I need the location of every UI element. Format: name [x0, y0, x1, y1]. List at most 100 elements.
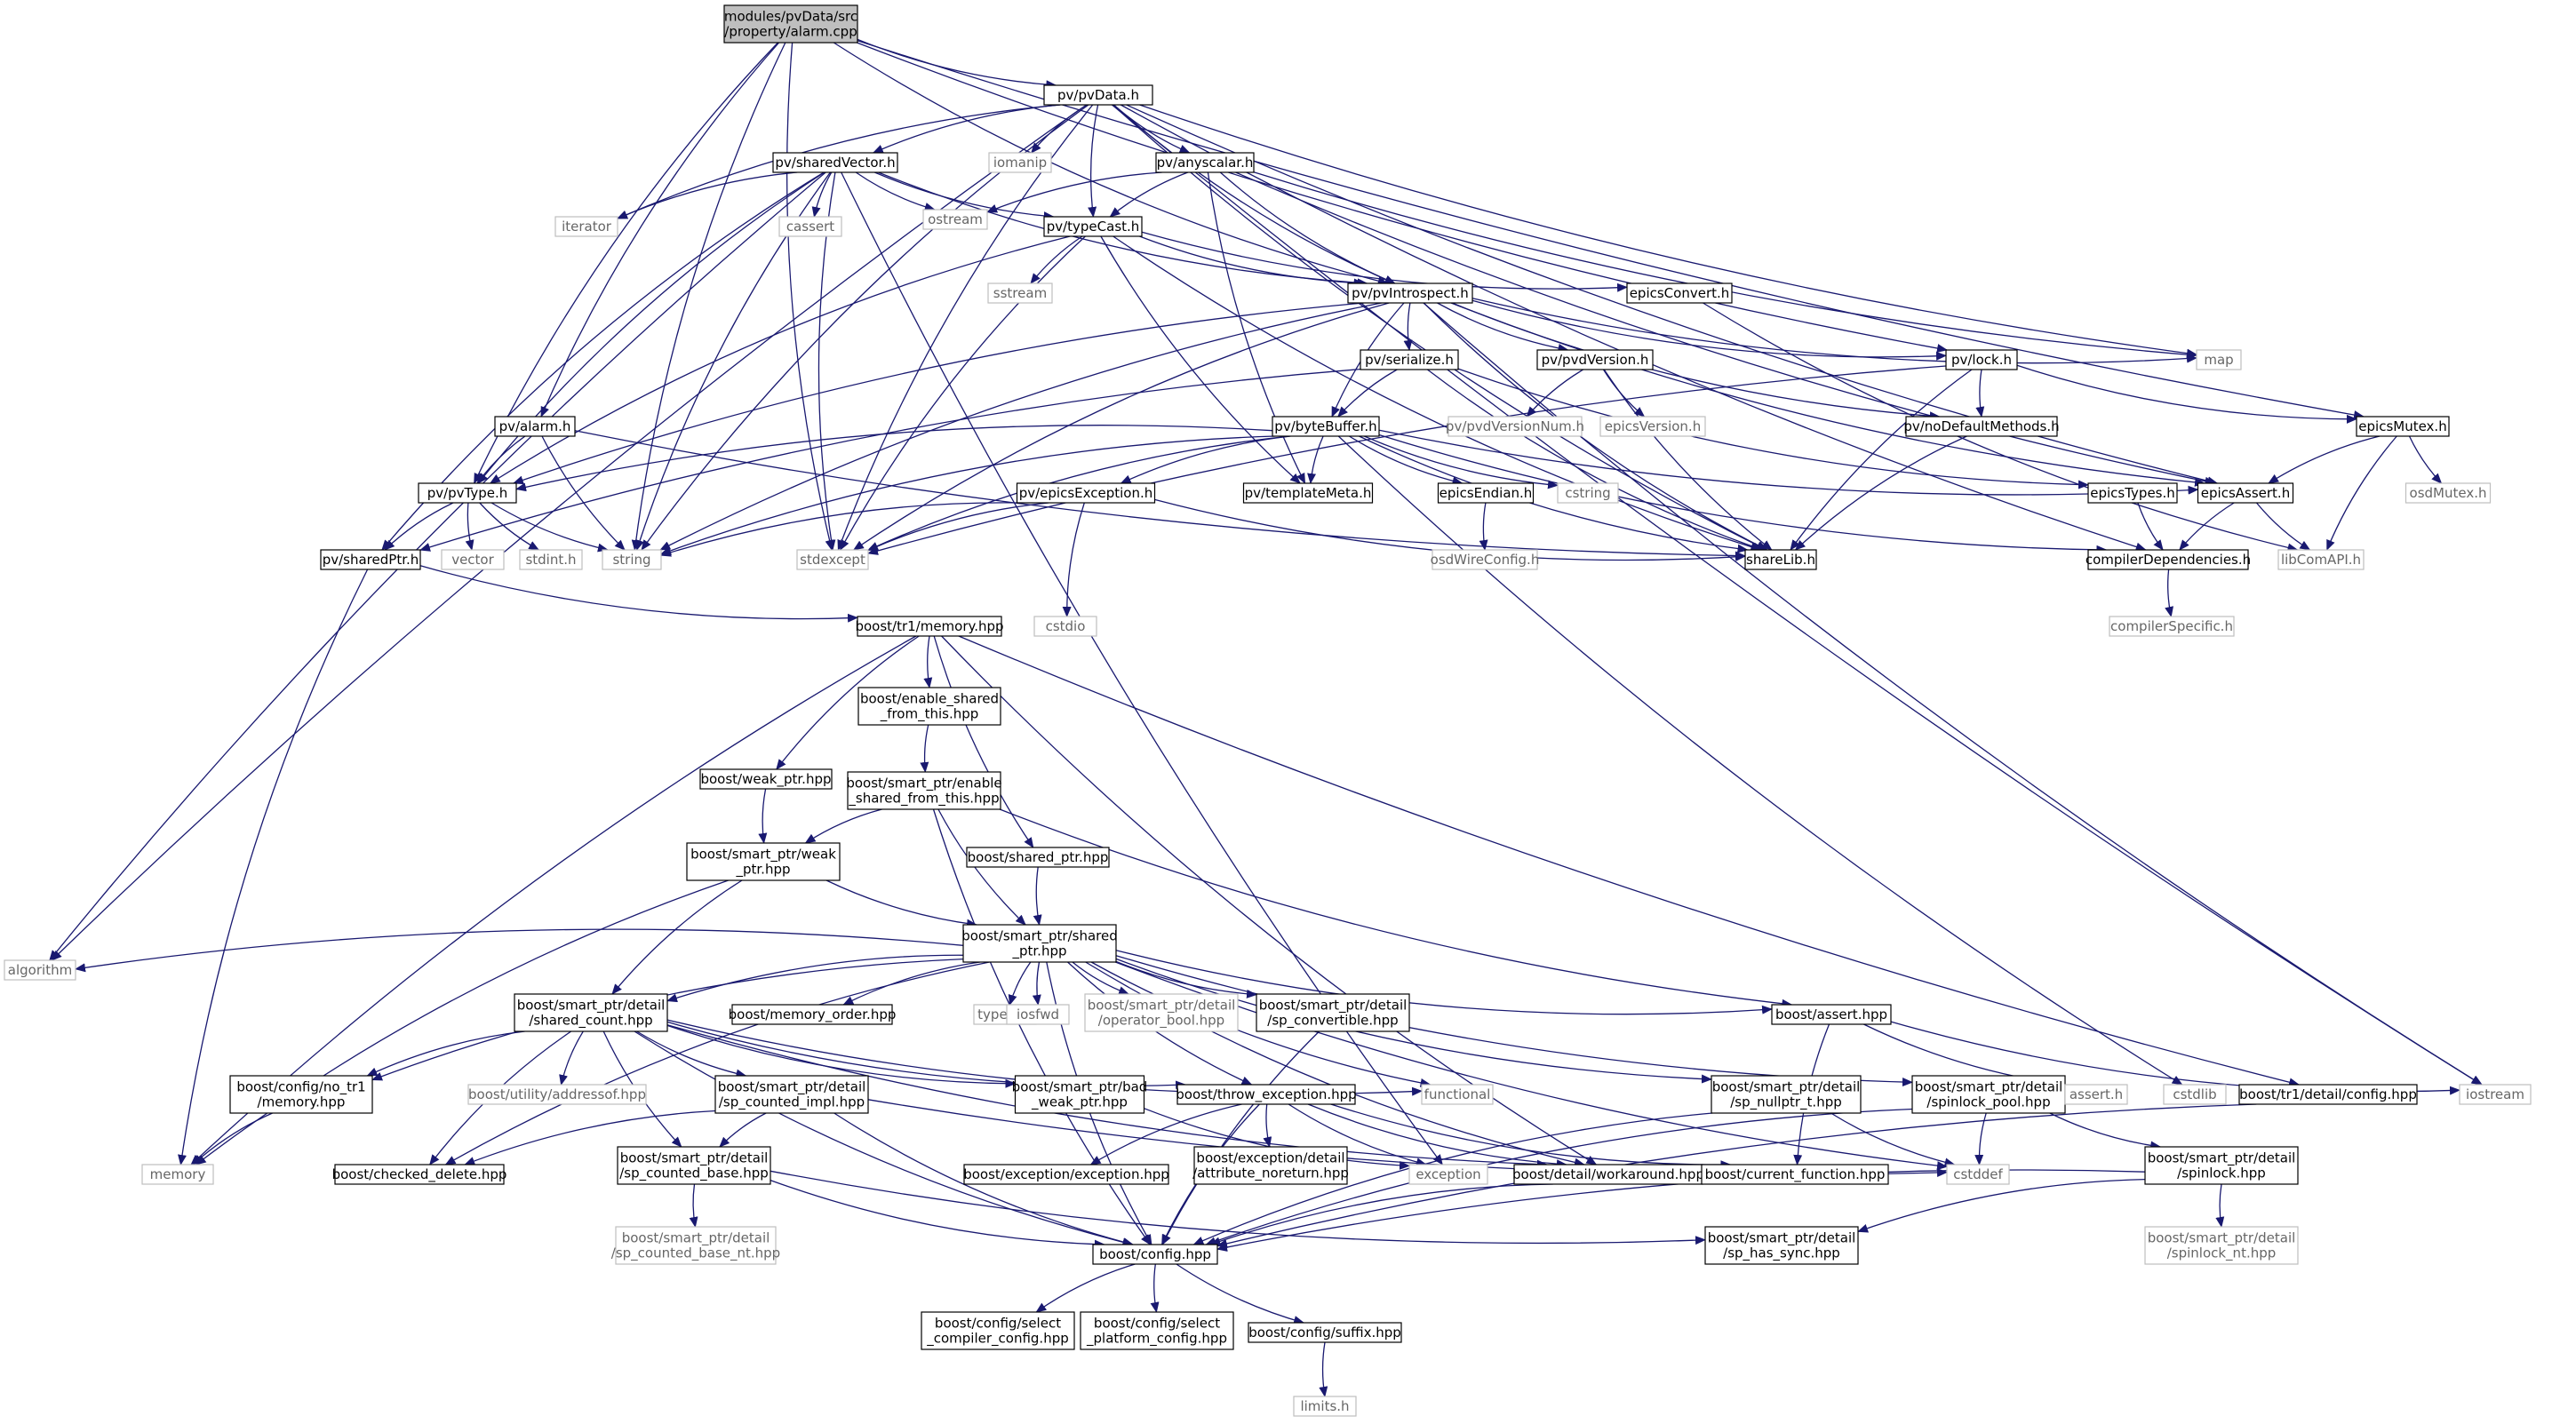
node-weakPtr[interactable]: boost/weak_ptr.hpp: [699, 768, 833, 790]
node-sharedPtrHpp[interactable]: boost/shared_ptr.hpp: [966, 847, 1110, 868]
node-label: boost/smart_ptr/detail: [622, 1230, 770, 1247]
node-selectCompiler[interactable]: boost/config/select_compiler_config.hpp: [921, 1311, 1075, 1350]
node-box: [229, 1075, 373, 1114]
node-tr1memory[interactable]: boost/tr1/memory.hpp: [855, 616, 1004, 637]
node-lock[interactable]: pv/lock.h: [1945, 349, 2018, 370]
node-epicsException[interactable]: pv/epicsException.h: [1016, 482, 1156, 504]
node-epicsTypes[interactable]: epicsTypes.h: [2087, 482, 2178, 504]
node-label: iterator: [562, 219, 612, 235]
include-edge-pvType-string: [490, 502, 609, 553]
include-edge-lock-shareLib: [1790, 369, 1973, 551]
include-edge-spSharedPtr-algorithm: [75, 928, 964, 973]
node-box: [1193, 1146, 1348, 1185]
include-edge-pvIntrospect-lock: [1471, 299, 1947, 361]
node-suffix[interactable]: boost/config/suffix.hpp: [1248, 1322, 1402, 1343]
node-spConvertible[interactable]: boost/smart_ptr/detail/sp_convertible.hp…: [1256, 993, 1410, 1032]
node-exceptionHpp[interactable]: boost/exception/exception.hpp: [963, 1164, 1169, 1185]
node-sharedPtr[interactable]: pv/sharedPtr.h: [320, 549, 421, 570]
include-edge-pvType-sharedPtr: [384, 502, 454, 551]
node-anyscalar[interactable]: pv/anyscalar.h: [1155, 152, 1255, 173]
include-edge-sharedVector-typeCast: [874, 171, 1055, 221]
node-algorithm: algorithm: [4, 959, 76, 981]
node-pvType[interactable]: pv/pvType.h: [418, 482, 517, 504]
node-memoryOrder[interactable]: boost/memory_order.hpp: [729, 1004, 897, 1025]
node-epicsEndian[interactable]: epicsEndian.h: [1437, 482, 1535, 504]
node-sharedVector[interactable]: pv/sharedVector.h: [772, 152, 898, 173]
node-epicsMutex[interactable]: epicsMutex.h: [2356, 416, 2450, 437]
node-tr1Config[interactable]: boost/tr1/detail/config.hpp: [2238, 1084, 2418, 1105]
node-box: [2277, 549, 2365, 570]
node-boostAssert[interactable]: boost/assert.hpp: [1771, 1004, 1892, 1025]
include-edge-spinlock-spHasSync: [1857, 1178, 2146, 1233]
node-box: [1536, 349, 1654, 370]
node-spinlockNt: boost/smart_ptr/detail/spinlock_nt.hpp: [2144, 1226, 2299, 1265]
node-shareLib[interactable]: shareLib.h: [1744, 549, 1817, 570]
node-spEnableShared[interactable]: boost/smart_ptr/enable_shared_from_this.…: [846, 771, 1002, 810]
node-label: boost/smart_ptr/enable: [846, 776, 1001, 792]
node-spinlock[interactable]: boost/smart_ptr/detail/spinlock.hpp: [2144, 1146, 2299, 1185]
node-pvData[interactable]: pv/pvData.h: [1043, 84, 1153, 106]
include-edge-epicsException-string: [660, 502, 1020, 557]
node-box: [1408, 1164, 1488, 1185]
include-edge-typeCast-pvType: [489, 235, 1071, 484]
include-edge-spEnableShared-spWeakPtr: [804, 808, 882, 844]
node-spCountedBase[interactable]: boost/smart_ptr/detail/sp_counted_base.h…: [617, 1146, 771, 1185]
node-spNullptr[interactable]: boost/smart_ptr/detail/sp_nullptr_t.hpp: [1711, 1075, 1862, 1114]
node-label: pv/serialize.h: [1365, 352, 1454, 368]
node-spCountedImpl[interactable]: boost/smart_ptr/detail/sp_counted_impl.h…: [714, 1075, 869, 1114]
node-throwException[interactable]: boost/throw_exception.hpp: [1176, 1084, 1357, 1105]
node-spinlockPool[interactable]: boost/smart_ptr/detail/spinlock_pool.hpp: [1911, 1075, 2066, 1114]
include-edge-epicsMutex-epicsAssert: [2268, 435, 2381, 484]
node-checkedDelete[interactable]: boost/checked_delete.hpp: [332, 1164, 507, 1185]
include-edge-lock-epicsMutex: [2016, 364, 2357, 424]
node-byteBuffer[interactable]: pv/byteBuffer.h: [1272, 416, 1380, 437]
node-pvIntrospect[interactable]: pv/pvIntrospect.h: [1347, 282, 1473, 304]
node-sstream: sstream: [987, 282, 1053, 304]
node-spWeakPtr[interactable]: boost/smart_ptr/weak_ptr.hpp: [686, 842, 841, 881]
node-label: pv/lock.h: [1951, 352, 2012, 368]
node-workaround[interactable]: boost/detail/workaround.hpp: [1512, 1164, 1704, 1185]
node-label: /sp_counted_base.hpp: [619, 1165, 769, 1182]
node-spSharedPtr[interactable]: boost/smart_ptr/shared_ptr.hpp: [961, 924, 1118, 963]
node-epicsConvert[interactable]: epicsConvert.h: [1626, 282, 1733, 304]
node-noTr1Memory[interactable]: boost/config/no_tr1/memory.hpp: [229, 1075, 373, 1114]
node-boostConfig[interactable]: boost/config.hpp: [1092, 1244, 1218, 1265]
node-alarmh[interactable]: pv/alarm.h: [494, 416, 576, 437]
node-box: [514, 993, 668, 1032]
node-typeCast[interactable]: pv/typeCast.h: [1043, 216, 1143, 237]
node-badWeakPtr[interactable]: boost/smart_ptr/bad_weak_ptr.hpp: [1012, 1075, 1148, 1114]
node-enableShared[interactable]: boost/enable_shared_from_this.hpp: [857, 687, 1001, 726]
include-edge-byteBuffer-shareLib: [1359, 435, 1749, 553]
node-label: boost/tr1/detail/config.hpp: [2239, 1086, 2417, 1102]
include-edge-root-stdexcept: [786, 42, 834, 551]
node-label: boost/throw_exception.hpp: [1176, 1086, 1356, 1103]
node-box: [1080, 1311, 1234, 1350]
node-noDefault[interactable]: pv/noDefaultMethods.h: [1903, 416, 2060, 437]
node-label: boost/smart_ptr/detail: [1712, 1079, 1861, 1096]
node-selectPlatform[interactable]: boost/config/select_platform_config.hpp: [1080, 1311, 1234, 1350]
include-edge-pvData-iterator: [617, 104, 1061, 219]
node-attrNoreturn[interactable]: boost/exception/detail/attribute_noretur…: [1192, 1146, 1349, 1185]
node-label: boost/config/select: [935, 1316, 1061, 1332]
node-currentFunction[interactable]: boost/current_function.hpp: [1701, 1164, 1889, 1185]
node-compilerDeps[interactable]: compilerDependencies.h: [2086, 549, 2251, 570]
include-edge-pvType-stdint: [479, 502, 540, 551]
include-edge-sharedVector-cassert: [811, 171, 833, 218]
node-epicsAssert[interactable]: epicsAssert.h: [2197, 482, 2294, 504]
include-edge-tr1memory-enableShared: [923, 635, 933, 688]
include-edge-boostConfig-selectCompiler: [1035, 1263, 1136, 1313]
node-label: /sp_has_sync.hpp: [1723, 1245, 1840, 1262]
node-serialize[interactable]: pv/serialize.h: [1360, 349, 1459, 370]
include-edge-spinlockPool-boostConfig: [1205, 1108, 1913, 1246]
include-edge-pvData-anyscalar: [1113, 104, 1191, 154]
include-edge-throwException-currentFunction: [1330, 1103, 1732, 1170]
node-label: _ptr.hpp: [1011, 943, 1066, 960]
include-edge-pvData-epicsAssert: [1126, 104, 2219, 486]
node-label: _from_this.hpp: [880, 706, 979, 723]
node-box: [1006, 1004, 1070, 1025]
node-spHasSync[interactable]: boost/smart_ptr/detail/sp_has_sync.hpp: [1704, 1226, 1859, 1265]
include-edge-enableShared-spEnableShared: [920, 724, 929, 773]
node-templateMeta[interactable]: pv/templateMeta.h: [1242, 482, 1374, 504]
node-pvdVersion[interactable]: pv/pvdVersion.h: [1536, 349, 1654, 370]
node-sharedCount[interactable]: boost/smart_ptr/detail/shared_count.hpp: [514, 993, 668, 1032]
